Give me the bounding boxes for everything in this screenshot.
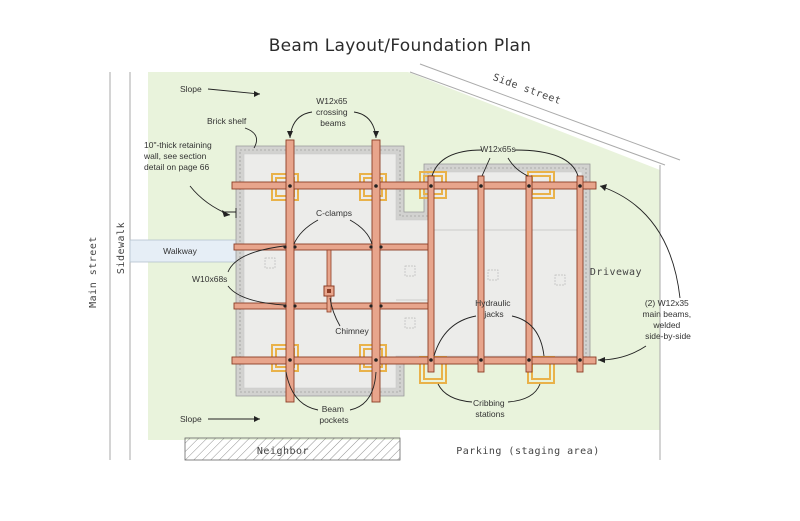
- w12x65-crossing-beam-2: [371, 139, 381, 403]
- sidewalk-label: Sidewalk: [116, 222, 127, 274]
- w10x68-beam-upper: [233, 243, 429, 251]
- neighbor-building: [184, 437, 401, 461]
- main-street-label: Main street: [88, 236, 99, 308]
- side-street-edge-line-2: [419, 63, 681, 161]
- side-street-edge-line: [409, 71, 666, 166]
- pier-pads: [264, 257, 566, 329]
- w12x65-beam-3: [427, 175, 435, 373]
- side-street-label: Side street: [491, 72, 562, 107]
- cribbing-stations-label: Cribbing stations: [473, 398, 507, 419]
- main-beams-label: (2) W12x35 main beams, welded side-by-si…: [642, 298, 693, 341]
- w12x65-beam-5: [525, 175, 533, 373]
- slope-label-bottom: Slope: [180, 414, 202, 424]
- brick-shelf: [239, 149, 587, 393]
- hydraulic-jacks-label: Hydraulic jacks: [475, 298, 513, 319]
- slope-label-top: Slope: [180, 84, 202, 94]
- w12x35-main-beam-top: [231, 181, 597, 190]
- brick-shelf-label: Brick shelf: [207, 116, 247, 126]
- retaining-wall-label: 10"-thick retaining wall, see section de…: [143, 140, 214, 172]
- foundation-slab: [243, 153, 583, 389]
- w12x65-crossing-beam-1: [285, 139, 295, 403]
- chimney-beam: [326, 249, 332, 313]
- chimney-label: Chimney: [335, 326, 369, 336]
- beam-junction-markers: [283, 184, 582, 362]
- parking-label: Parking (staging area): [456, 446, 599, 457]
- w10x68s-label: W10x68s: [192, 274, 227, 284]
- w12x35-main-beam-bottom: [231, 356, 597, 365]
- w12x65-beam-6: [576, 175, 584, 373]
- w12x65-beam-4: [477, 175, 485, 373]
- walkway-label: Walkway: [163, 246, 197, 256]
- crossing-beams-label: W12x65 crossing beams: [316, 96, 350, 128]
- beam-pockets-label: Beam pockets: [319, 404, 348, 425]
- vertical-beams: [285, 139, 584, 403]
- driveway-label: Driveway: [590, 267, 642, 278]
- page-title: Beam Layout/Foundation Plan: [268, 36, 532, 56]
- w12x65s-label: W12x65s: [480, 144, 515, 154]
- neighbor-label: Neighbor: [257, 446, 309, 457]
- c-clamps-label: C-clamps: [316, 208, 352, 218]
